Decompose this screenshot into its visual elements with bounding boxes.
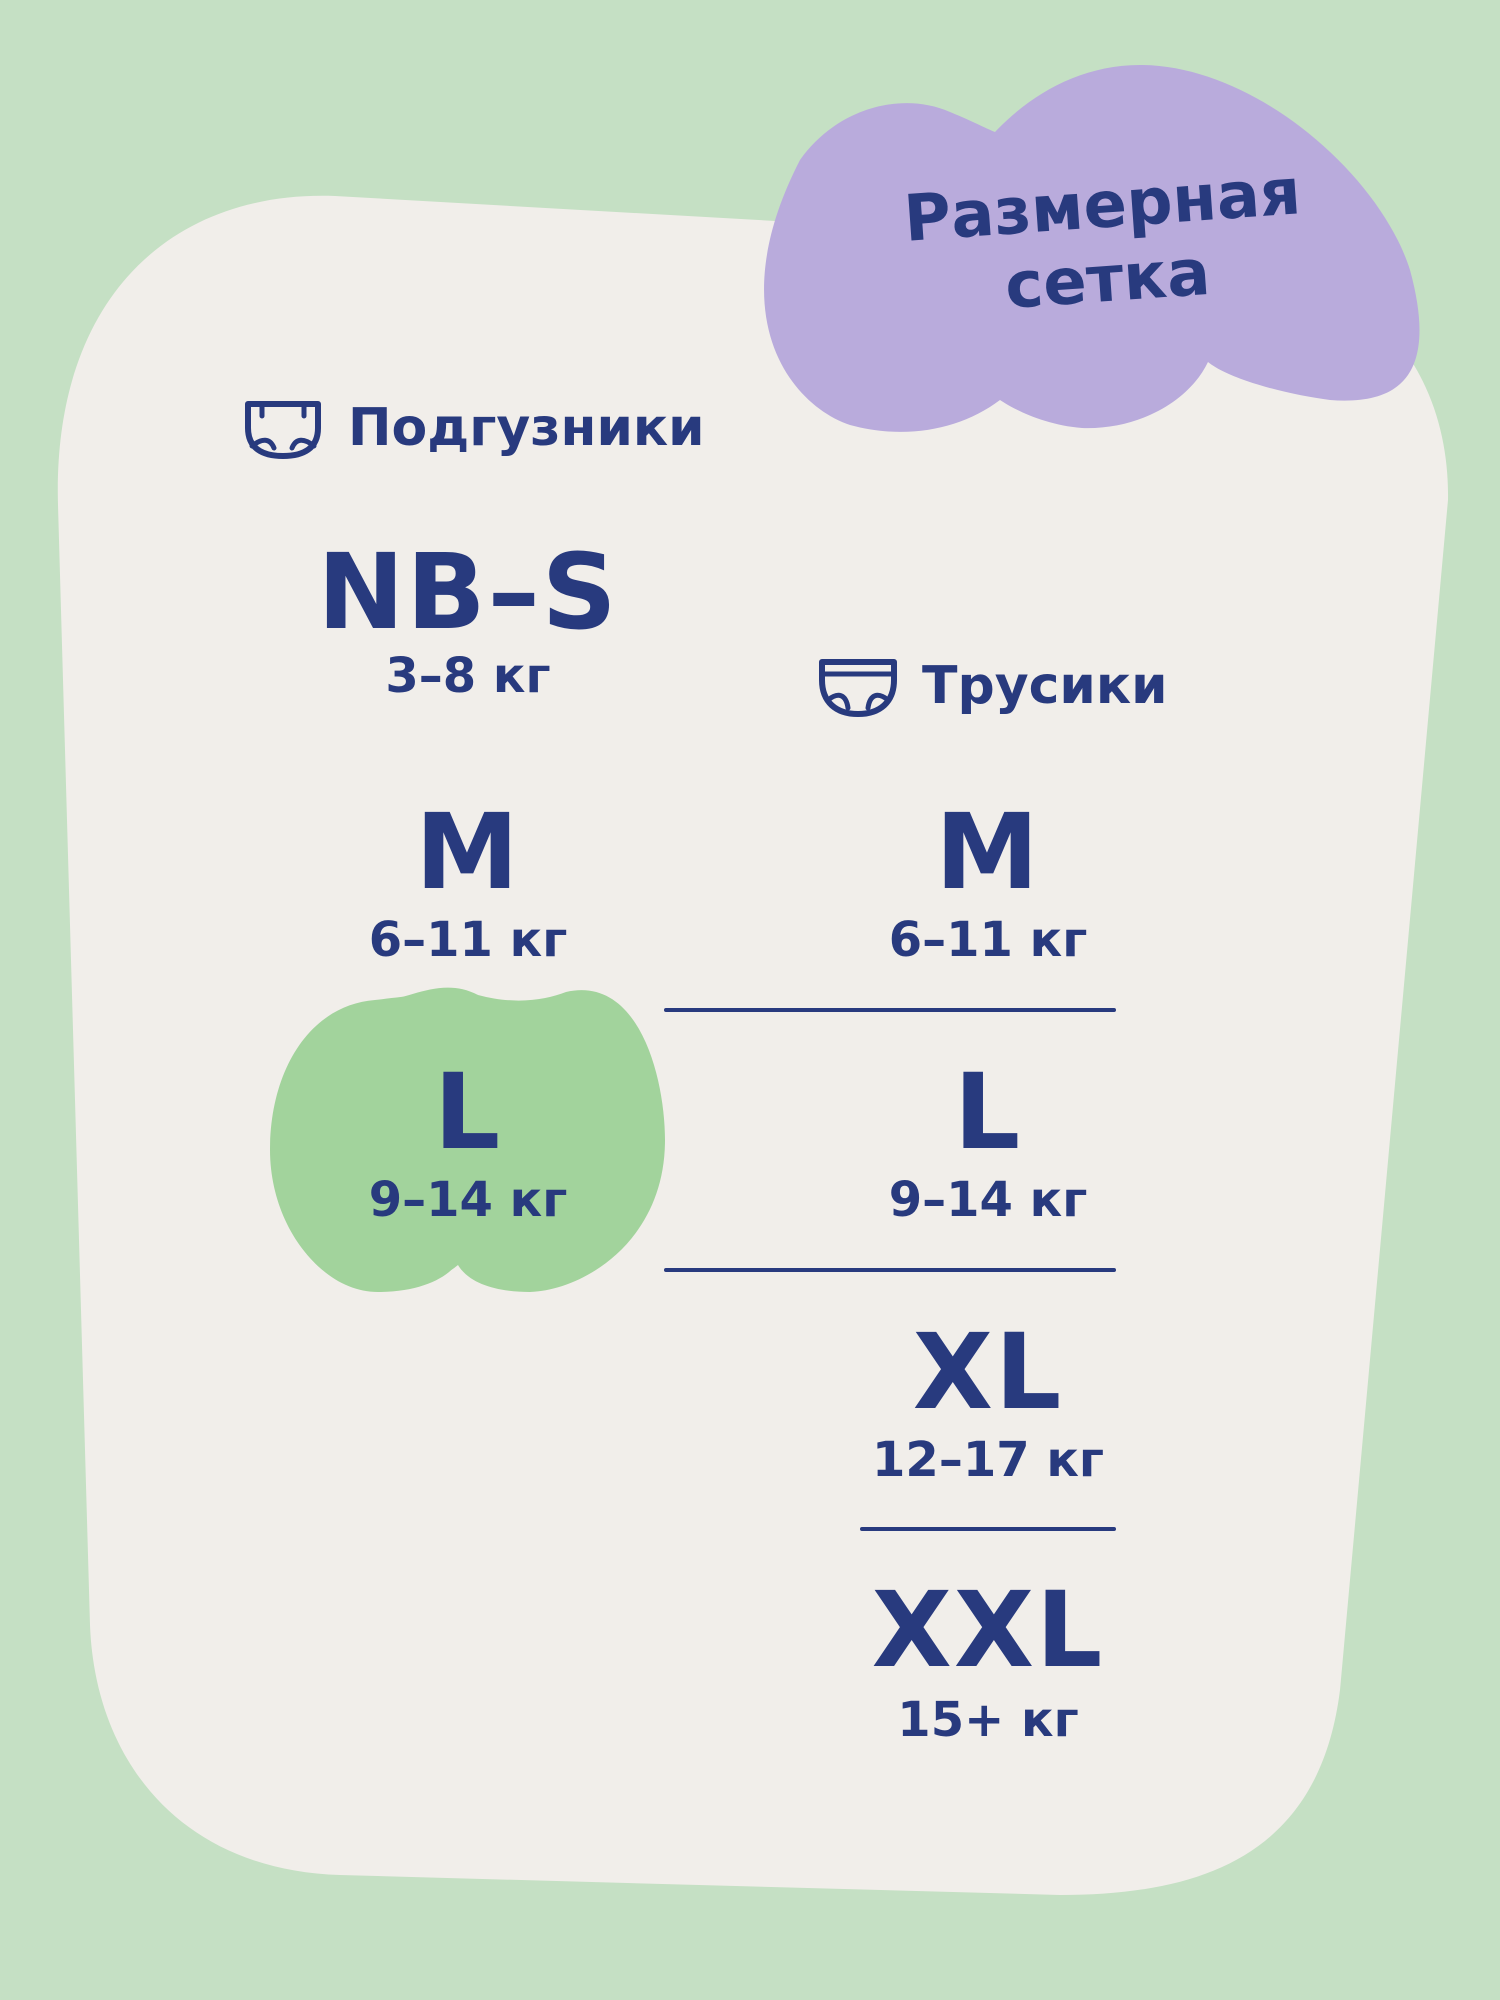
pants-weight-xxl: 15+ кг [897, 1692, 1079, 1748]
pants-size-xl: XL [912, 1311, 1064, 1433]
pants-size-xxl: XXL [871, 1569, 1105, 1691]
page-title: Размерная сетка [875, 154, 1334, 332]
title-blob [764, 65, 1420, 432]
diaper-weight-l: 9–14 кг [368, 1172, 568, 1228]
diaper-weight-m: 6–11 кг [368, 912, 568, 968]
pants-label: Трусики [922, 656, 1168, 716]
diaper-size-m: M [415, 791, 521, 913]
diaper-size-nb-s: NB–S [317, 531, 619, 653]
card-panel [57, 195, 1449, 1896]
highlight-blob-left [272, 987, 478, 1292]
divider [664, 1008, 1116, 1012]
pants-weight-l: 9–14 кг [888, 1172, 1088, 1228]
pants-icon [816, 656, 900, 720]
divider [664, 1268, 1116, 1272]
pants-size-l: L [953, 1051, 1023, 1173]
pants-size-m: M [935, 791, 1041, 913]
pants-weight-m: 6–11 кг [888, 912, 1088, 968]
diaper-size-l: L [433, 1051, 503, 1173]
diaper-icon [242, 398, 324, 462]
divider [860, 1527, 1116, 1531]
diaper-weight-nb-s: 3–8 кг [385, 648, 551, 704]
pants-weight-xl: 12–17 кг [872, 1432, 1104, 1488]
diapers-label: Подгузники [348, 398, 705, 458]
